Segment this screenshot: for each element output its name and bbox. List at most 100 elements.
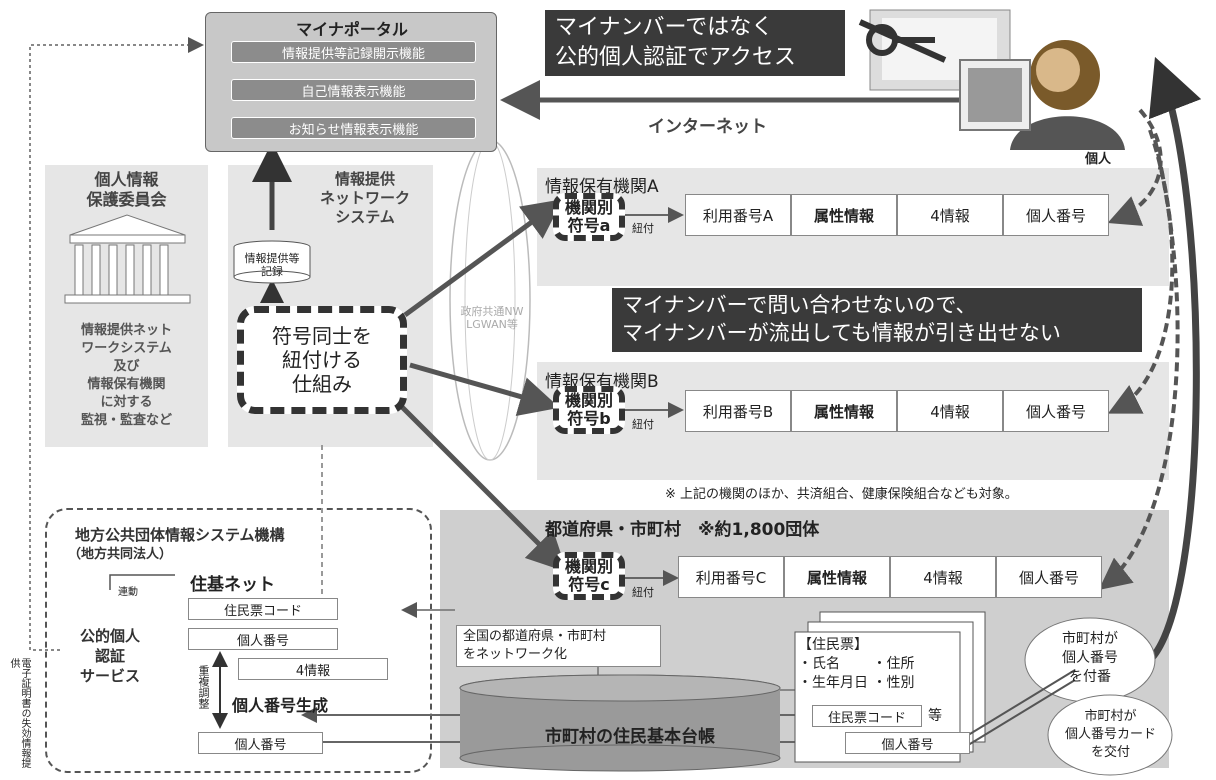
record-label-1: 情報提供等 (244, 252, 300, 265)
jlis-title: 地方公共団体情報システム機構 (75, 526, 285, 544)
mechanism-box: 符号同士を 紐付ける 仕組み (237, 306, 407, 414)
govnw-label-1: 政府共通NW (460, 305, 524, 318)
prefecture-code: 機関別 符号c (553, 552, 625, 600)
committee-desc-3: 及び (113, 359, 140, 374)
agency-a-cell-attr: 属性情報 (791, 194, 897, 236)
callout-top-line1: マイナンバーではなく (555, 15, 774, 40)
cloud-card-1: 市町村が (1084, 709, 1137, 724)
agency-b-code-2: 符号b (567, 409, 611, 428)
generate-label: 個人番号生成 (232, 696, 329, 715)
jlis-subtitle: （地方共同法人） (68, 547, 173, 562)
jpki-service: 公的個人 認証 サービス (65, 626, 155, 686)
link-arrow-c (393, 398, 568, 573)
portal-item-notice[interactable]: お知らせ情報表示機能 (231, 117, 476, 139)
agency-a-code-2: 符号a (567, 216, 611, 235)
network-title-3: システム (335, 208, 395, 226)
prefecture-link: 紐付 (632, 586, 654, 599)
cloud-card-3: を交付 (1090, 745, 1130, 760)
link-arrow-b (409, 362, 560, 416)
agency-b-code: 機関別 符号b (553, 386, 625, 434)
callout-mid-line2: マイナンバーが流出しても情報が引き出せない (622, 321, 1061, 345)
prefecture-row: 利用番号C 属性情報 4情報 個人番号 (678, 556, 1102, 598)
network-note-1: 全国の都道府県・市町村 (463, 629, 607, 644)
committee-desc-6: 監視・監査など (80, 413, 172, 428)
agency-a-cell-4info: 4情報 (897, 194, 1003, 236)
record-label: 情報提供等 記録 (234, 252, 310, 278)
agency-a-code-1: 機関別 (564, 198, 613, 217)
agency-b-cell-mynum: 個人番号 (1003, 390, 1109, 432)
agency-a-link: 紐付 (632, 222, 654, 235)
govnw-ellipse (449, 139, 531, 461)
cert-revocation-label: 電子証明書の失効情報提供 (8, 658, 30, 768)
person-return-arrow (1147, 56, 1202, 663)
juki-net: 住基ネット (190, 575, 275, 595)
note: ※ 上記の機関のほか、共済組合、健康保険組合なども対象。 (665, 487, 1018, 502)
juki-4info-box: 4情報 (238, 658, 388, 680)
mechanism-line2: 紐付ける (282, 348, 362, 372)
juminhyo-line2: ・生年月日 ・性別 (798, 675, 915, 691)
agency-a-cell-usage: 利用番号A (685, 194, 791, 236)
portal-item-self-info[interactable]: 自己情報表示機能 (231, 79, 476, 101)
link-arrow-a (403, 199, 564, 318)
agency-a-row: 利用番号A 属性情報 4情報 個人番号 (685, 194, 1109, 236)
committee-title: 個人情報 保護委員会 (45, 170, 208, 210)
cloud-assign: 市町村が 個人番号 を付番 (1030, 630, 1150, 687)
prefecture-cell-attr: 属性情報 (784, 556, 890, 598)
cloud-assign-2: 個人番号 (1062, 650, 1118, 666)
mechanism-line1: 符号同士を (272, 324, 372, 348)
juminhyo-title: 【住民票】 (798, 637, 868, 653)
juminhyo-code: 住民票コード (812, 705, 922, 727)
callout-mid: マイナンバーで問い合わせないので、 マイナンバーが流出しても情報が引き出せない (612, 288, 1142, 352)
agency-a-code: 機関別 符号a (553, 193, 625, 241)
agency-b-cell-4info: 4情報 (897, 390, 1003, 432)
prefecture-code-2: 符号c (568, 575, 610, 594)
network-title: 情報提供 ネットワーク システム (305, 170, 425, 227)
committee-building-icon (64, 214, 191, 304)
portal-item-disclosure[interactable]: 情報提供等記録開示機能 (231, 41, 476, 63)
network-title-2: ネットワーク (319, 189, 410, 207)
jpki-service-1: 公的個人 (79, 627, 140, 645)
jpki-service-2: 認証 (94, 647, 125, 665)
prefecture-title: 都道府県・市町村 ※約1,800団体 (545, 520, 820, 540)
jpki-service-3: サービス (79, 667, 140, 685)
key-crossed-icon (858, 19, 947, 63)
callout-top: マイナンバーではなく 公的個人認証でアクセス (545, 10, 845, 76)
committee-title-line2: 保護委員会 (86, 190, 167, 209)
renkei-label: 連動 (118, 587, 138, 598)
cloud-assign-1: 市町村が (1062, 631, 1118, 647)
agency-b-cell-attr: 属性情報 (791, 390, 897, 432)
cert-revocation-path (29, 37, 204, 651)
committee-desc: 情報提供ネット ワークシステム 及び 情報保有機関 に対する 監視・監査など (45, 322, 208, 430)
callout-top-line2: 公的個人認証でアクセス (555, 45, 796, 70)
juki-code-box: 住民票コード (188, 598, 338, 620)
prefecture-code-1: 機関別 (564, 557, 613, 576)
internet-label: インターネット (648, 117, 767, 137)
cloud-card-2: 個人番号カード (1064, 727, 1156, 742)
committee-desc-5: に対する (100, 395, 153, 410)
committee-panel (45, 165, 208, 447)
agency-b-row: 利用番号B 属性情報 4情報 個人番号 (685, 390, 1109, 432)
agency-a-cell-mynum: 個人番号 (1003, 194, 1109, 236)
juminhyo-tou: 等 (928, 708, 942, 724)
cloud-assign-3: を付番 (1069, 669, 1111, 685)
agency-b-cell-usage: 利用番号B (685, 390, 791, 432)
juminhyo-sheet: 【住民票】 ・氏名 ・住所 ・生年月日 ・性別 (798, 636, 953, 693)
govnw-label: 政府共通NW LGWAN等 (442, 305, 542, 331)
ledger-label: 市町村の住民基本台帳 (545, 727, 715, 747)
chofuku-label: 重複調整 (197, 665, 210, 709)
juminhyo-line1: ・氏名 ・住所 (798, 656, 915, 672)
prefecture-cell-usage: 利用番号C (678, 556, 784, 598)
agency-b-link: 紐付 (632, 418, 654, 431)
portal-title: マイナポータル (296, 20, 408, 39)
govnw-label-2: LGWAN等 (466, 318, 518, 331)
myna-portal: マイナポータル 情報提供等記録開示機能 自己情報表示機能 お知らせ情報表示機能 (205, 12, 497, 152)
person-icon (869, 9, 1125, 150)
cloud-card: 市町村が 個人番号カード を交付 (1048, 708, 1173, 762)
callout-mid-line1: マイナンバーで問い合わせないので、 (622, 293, 977, 317)
mechanism-line3: 仕組み (292, 372, 352, 396)
prefecture-cell-mynum: 個人番号 (996, 556, 1102, 598)
agency-b-code-1: 機関別 (564, 391, 613, 410)
network-note-2: をネットワーク化 (463, 647, 568, 662)
committee-desc-2: ワークシステム (81, 341, 172, 356)
committee-desc-1: 情報提供ネット (80, 323, 172, 338)
